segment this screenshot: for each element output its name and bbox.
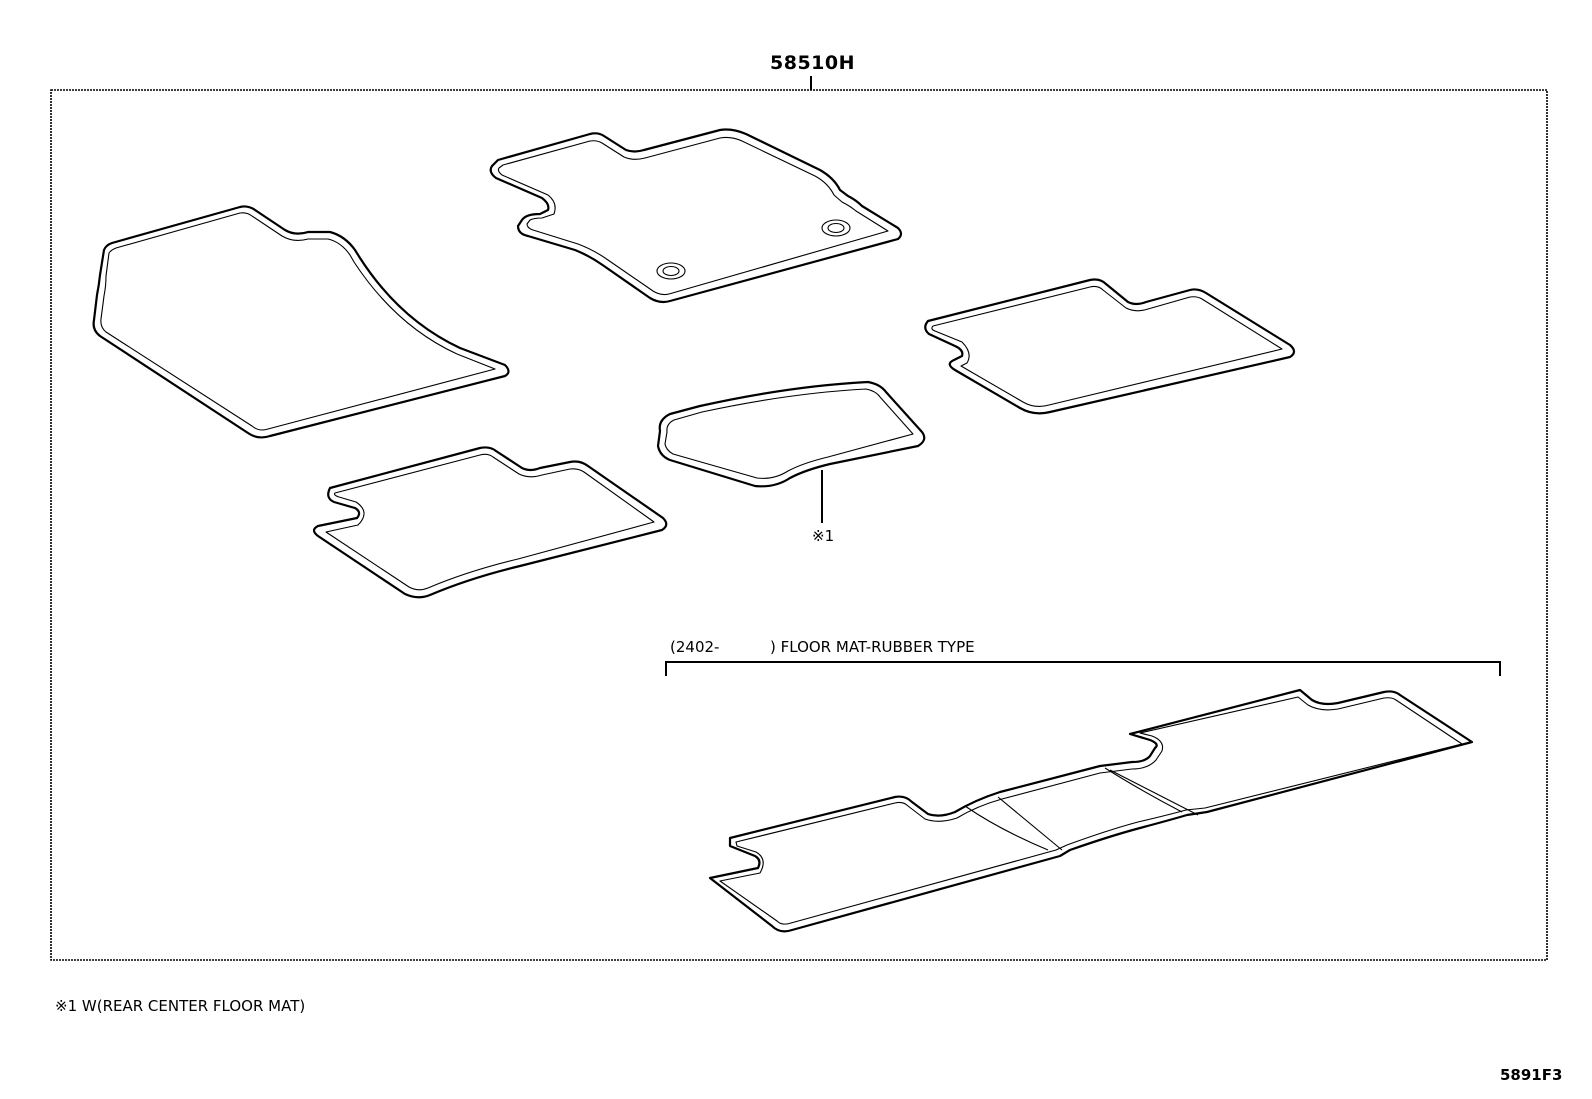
rubber-floor-mat bbox=[708, 688, 1474, 933]
assembly-frame bbox=[50, 89, 1548, 961]
part-number-58510h: 58510H bbox=[770, 52, 856, 74]
front-driver-mat bbox=[92, 205, 510, 439]
rubber-group-code: (2402- bbox=[670, 638, 720, 656]
note1-marker: ※1 bbox=[812, 527, 835, 545]
rear-left-mat bbox=[312, 446, 668, 599]
rear-center-mat bbox=[656, 380, 926, 523]
rubber-group-label: ) FLOOR MAT-RUBBER TYPE bbox=[770, 638, 975, 656]
footnote-note1: ※1 W(REAR CENTER FLOOR MAT) bbox=[55, 997, 306, 1015]
rubber-group-bracket bbox=[665, 661, 1501, 676]
rear-right-mat bbox=[924, 278, 1296, 415]
front-passenger-mat bbox=[489, 128, 903, 304]
illustration-code: 5891F3 bbox=[1500, 1066, 1563, 1084]
